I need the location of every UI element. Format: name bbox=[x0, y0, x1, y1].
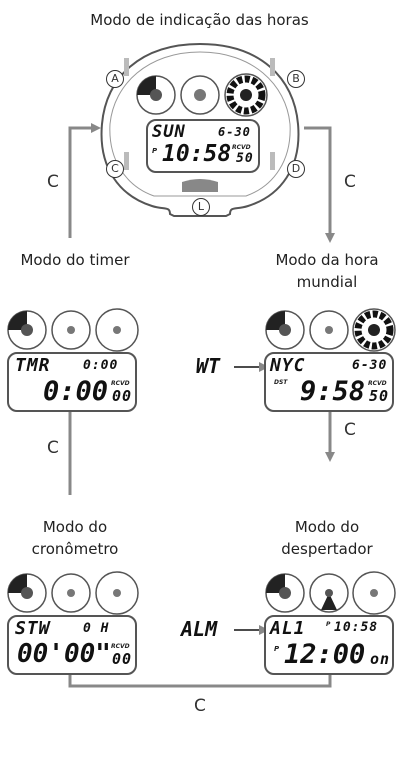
alarm-current-time: 10:58 bbox=[334, 620, 379, 635]
stopwatch-dials bbox=[7, 571, 139, 615]
alarm-mode-label-line2: despertador bbox=[281, 540, 373, 558]
world-city: NYC bbox=[270, 355, 306, 376]
stopwatch-display: STW 0 H 00'00" RCVD 00 bbox=[7, 615, 137, 675]
timer-mode-label: Modo do timer bbox=[20, 251, 130, 269]
timer-dials bbox=[7, 308, 139, 352]
world-date: 6-30 bbox=[352, 358, 388, 373]
timekeeping-display: SUN 6-30 P 10:58 RCVD 50 bbox=[146, 119, 260, 173]
alarm-mode-label-line1: Modo do bbox=[294, 518, 360, 536]
stopwatch-split: 0 H bbox=[83, 621, 110, 636]
rcvd-indicator: RCVD bbox=[232, 144, 251, 151]
timer-title: TMR bbox=[15, 355, 51, 376]
stopwatch-rcvd: RCVD bbox=[111, 643, 130, 650]
button-l[interactable]: L bbox=[192, 198, 210, 216]
button-b[interactable]: B bbox=[287, 70, 305, 88]
arrow-label-c-right-middle: C bbox=[344, 420, 356, 440]
button-d[interactable]: D bbox=[287, 160, 305, 178]
timer-display: TMR 0:00 0:00 RCVD 00 bbox=[7, 352, 137, 412]
day-of-week: SUN bbox=[152, 122, 186, 142]
timer-seconds: 00 bbox=[112, 387, 133, 405]
arrow-timer-to-timekeeping bbox=[68, 123, 101, 238]
timer-preset: 0:00 bbox=[83, 358, 119, 373]
arrow-timekeeping-to-world bbox=[304, 126, 335, 243]
dst-indicator: DST bbox=[274, 379, 288, 386]
wt-indicator: WT bbox=[196, 354, 221, 378]
stopwatch-hundredths: 00 bbox=[112, 650, 133, 668]
world-seconds: 50 bbox=[369, 387, 390, 405]
alm-indicator: ALM bbox=[181, 617, 218, 641]
arrow-label-c-left-middle: C bbox=[47, 438, 59, 458]
world-time: 9:58 bbox=[300, 376, 366, 407]
arrow-label-c-left-top: C bbox=[47, 172, 59, 192]
timer-time: 0:00 bbox=[43, 376, 109, 407]
stopwatch-time: 00'00" bbox=[17, 639, 111, 669]
alarm-name: AL1 bbox=[270, 618, 306, 639]
alarm-display: AL1 P 10:58 P 12:00 on bbox=[264, 615, 394, 675]
button-c[interactable]: C bbox=[106, 160, 124, 178]
button-a[interactable]: A bbox=[106, 70, 124, 88]
arrow-label-c-bottom: C bbox=[194, 696, 206, 716]
world-rcvd: RCVD bbox=[368, 380, 387, 387]
world-time-display: NYC 6-30 DST 9:58 RCVD 50 bbox=[264, 352, 394, 412]
current-time: 10:58 bbox=[162, 141, 232, 167]
date: 6-30 bbox=[218, 125, 251, 139]
world-time-dials bbox=[265, 308, 396, 352]
world-time-mode-label-line1: Modo da hora bbox=[275, 251, 379, 269]
pm-indicator: P bbox=[152, 147, 158, 155]
alarm-state: on bbox=[370, 650, 391, 668]
arrow-label-c-right-top: C bbox=[344, 172, 356, 192]
alarm-pm: P bbox=[274, 645, 280, 653]
stopwatch-title: STW bbox=[15, 618, 51, 639]
alarm-dials bbox=[265, 571, 396, 615]
stopwatch-mode-label-line2: cronômetro bbox=[31, 540, 119, 558]
world-time-mode-label-line2: mundial bbox=[296, 273, 358, 291]
stopwatch-mode-label-line1: Modo do bbox=[42, 518, 108, 536]
main-dials bbox=[136, 73, 268, 117]
alarm-time: 12:00 bbox=[284, 639, 366, 670]
timer-rcvd: RCVD bbox=[111, 380, 130, 387]
seconds: 50 bbox=[236, 151, 254, 166]
timekeeping-mode-label: Modo de indicação das horas bbox=[90, 11, 309, 29]
alarm-current-pm: P bbox=[326, 621, 331, 628]
